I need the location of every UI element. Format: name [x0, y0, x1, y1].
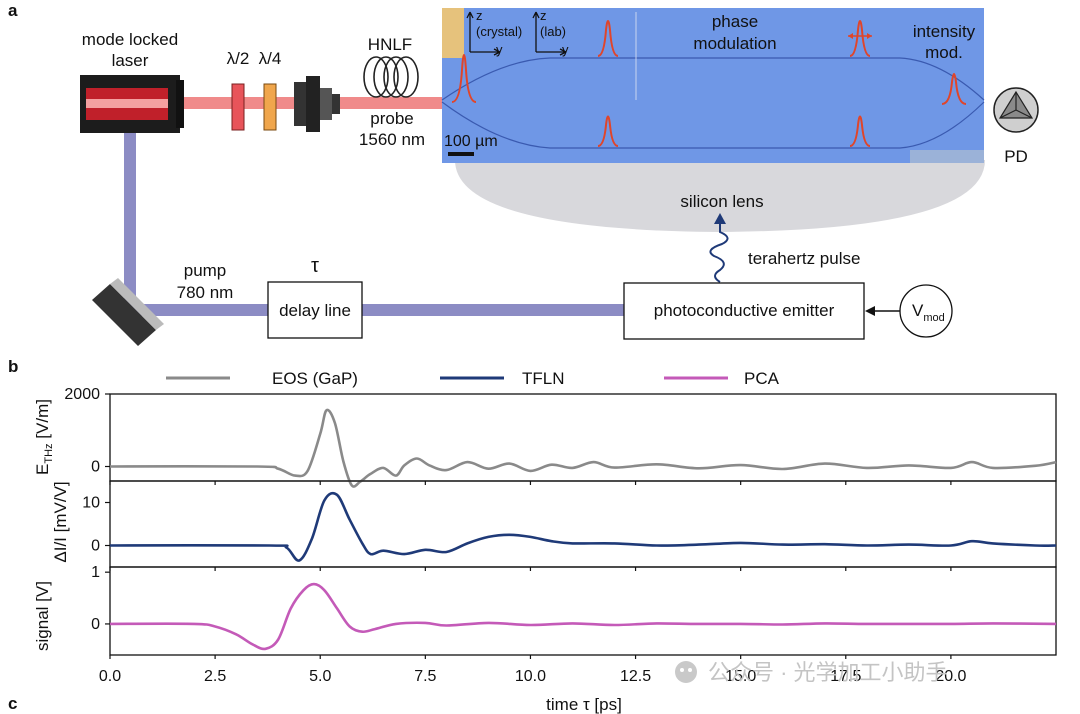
y-lab-label: y	[562, 42, 569, 57]
y-crystal-label: y	[496, 42, 503, 57]
scale-bar-label: 100 µm	[444, 133, 498, 150]
hnlf-coil-icon	[363, 56, 419, 98]
delay-line-label: delay line	[279, 301, 351, 320]
xlabel: time τ [ps]	[546, 695, 622, 714]
watermark: 公众号 · 光学加工小助手	[675, 660, 948, 685]
photodiode-icon	[993, 87, 1039, 133]
phase-label-line1: phase	[712, 12, 758, 31]
half-wave-plate	[231, 83, 245, 131]
mode-locked-laser	[80, 75, 184, 133]
plot-frame-2	[109, 566, 1057, 656]
xtick-label: 12.5	[620, 668, 651, 685]
legend-label-pca: PCA	[744, 369, 780, 388]
legend-label-tfln: TFLN	[522, 369, 565, 388]
phase-label-line2: modulation	[693, 34, 776, 53]
ytick-label: 0	[91, 616, 100, 633]
tau-label: τ	[311, 255, 319, 277]
laser-label-line2: laser	[112, 51, 149, 70]
probe-label-line1: probe	[370, 109, 413, 128]
legend: EOS (GaP) TFLN PCA	[166, 369, 780, 388]
ylabel-tfln: ΔI/I [mV/V]	[51, 481, 70, 562]
terahertz-pulse-arrow	[709, 213, 729, 283]
photoconductive-emitter-box	[623, 282, 865, 340]
xtick-label: 10.0	[515, 668, 546, 685]
intensity-label-line2: mod.	[925, 43, 963, 62]
series-line-eos-gap-	[109, 408, 1057, 488]
ytick-label: 10	[82, 495, 100, 512]
vmod-label: Vmod	[912, 301, 945, 324]
pump-label-line2: 780 nm	[177, 283, 234, 302]
plot-frame-0	[109, 393, 1057, 482]
silicon-lens-shape	[455, 160, 985, 232]
delay-line-box	[267, 281, 363, 339]
pd-label: PD	[1004, 147, 1028, 166]
panel-letter-a: a	[8, 1, 18, 20]
vmod-sub: mod	[923, 312, 944, 324]
series-line-pca	[109, 582, 1057, 651]
crystal-label: (crystal)	[476, 24, 522, 39]
vmod-circle	[899, 284, 953, 338]
hnlf-label: HNLF	[368, 35, 412, 54]
intensity-label-line1: intensity	[913, 22, 976, 41]
ylabel-pca: signal [V]	[33, 581, 52, 651]
z-crystal-label: z	[476, 8, 483, 23]
plot-frame-1	[109, 480, 1057, 568]
ylabel-eos: ETHz [V/m]	[33, 399, 55, 475]
half-wave-label: λ/2	[227, 49, 250, 68]
fiber-coupler-icon	[294, 76, 340, 132]
xtick-label: 2.5	[204, 668, 226, 685]
silicon-lens-label: silicon lens	[680, 192, 763, 211]
ytick-label: 0	[91, 459, 100, 476]
emitter-label: photoconductive emitter	[654, 301, 835, 320]
vmod-main: V	[912, 301, 924, 320]
tfln-chip-image	[441, 8, 985, 163]
xtick-label: 17.5	[830, 668, 861, 685]
xtick-label: 7.5	[414, 668, 436, 685]
ytick-label: 1	[91, 564, 100, 581]
pump-label-line1: pump	[184, 261, 227, 280]
xtick-label: 0.0	[99, 668, 121, 685]
series-line-tfln	[109, 491, 1057, 562]
panel-letter-c: c	[8, 694, 17, 713]
probe-label-line2: 1560 nm	[359, 130, 425, 149]
xtick-label: 15.0	[725, 668, 756, 685]
laser-label-line1: mode locked	[82, 30, 178, 49]
ytick-label: 0	[91, 538, 100, 555]
xtick-label: 20.0	[935, 668, 966, 685]
terahertz-pulse-label: terahertz pulse	[748, 249, 860, 268]
pump-beam	[124, 130, 624, 316]
watermark-text: 公众号 · 光学加工小助手	[708, 660, 948, 685]
quarter-wave-label: λ/4	[259, 49, 282, 68]
lab-label: (lab)	[540, 24, 566, 39]
mirror-icon	[92, 278, 164, 346]
quarter-wave-plate	[263, 83, 277, 131]
xtick-label: 5.0	[309, 668, 331, 685]
vmod-arrow	[865, 306, 900, 316]
legend-label-eos: EOS (GaP)	[272, 369, 358, 388]
ytick-label: 2000	[64, 386, 100, 403]
panel-letter-b: b	[8, 357, 18, 376]
z-lab-label: z	[540, 8, 547, 23]
